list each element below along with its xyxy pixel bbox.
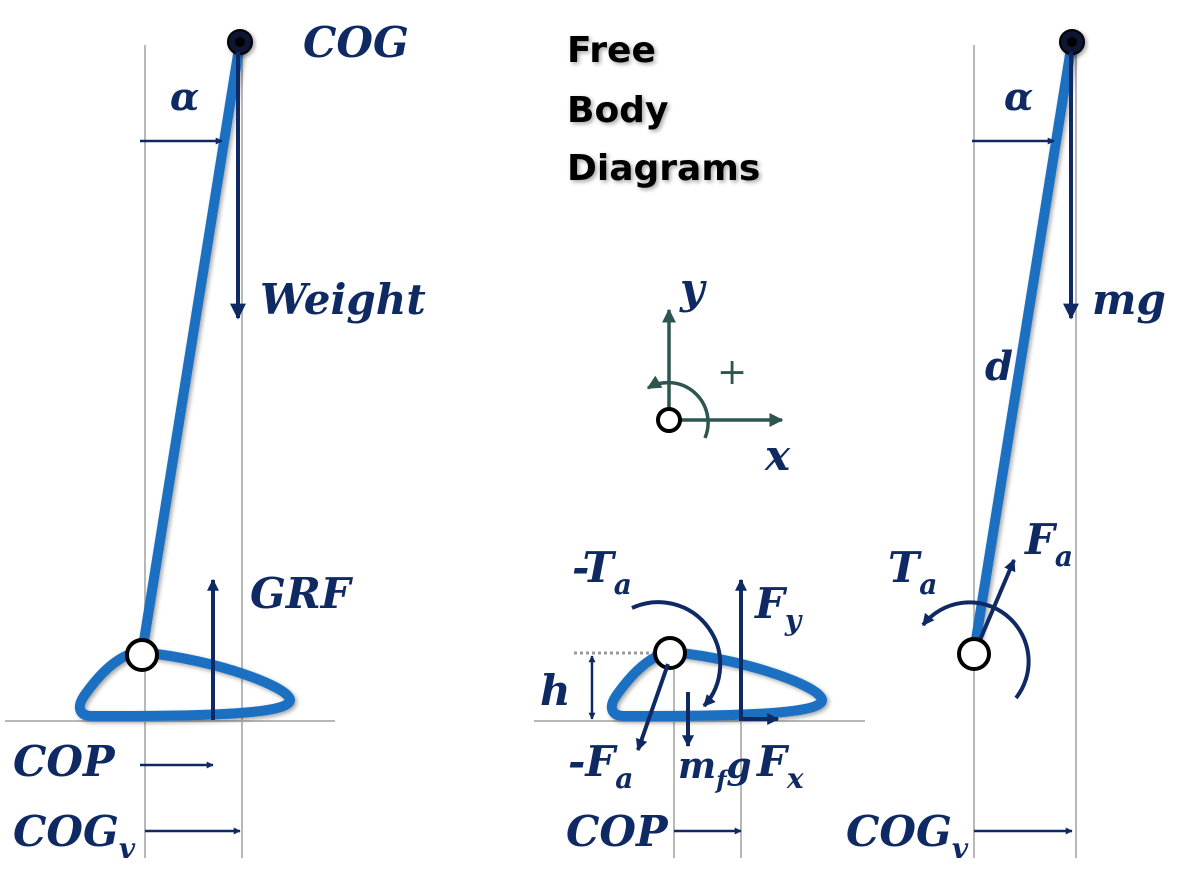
foot-body: [606, 647, 827, 721]
foot-neg-ta-label: -Ta: [572, 543, 632, 601]
foot-fx-sub: x: [786, 762, 804, 795]
left-foot: [74, 647, 295, 721]
foot-h-label: h: [540, 666, 571, 715]
right-ta-arrow: [921, 600, 1031, 700]
right-mg-label: mg: [1092, 275, 1166, 324]
right-alpha-label: α: [1004, 74, 1033, 119]
x-axis-label: x: [764, 431, 791, 480]
left-cop-label: COP: [13, 737, 116, 786]
left-leg-segment: [137, 37, 245, 658]
right-ta-label: Ta: [888, 543, 937, 601]
left-cogv-label: COGv: [13, 807, 136, 865]
right-cogv-sub: v: [952, 832, 969, 865]
left-ankle-joint: [125, 638, 159, 672]
left-cogv-main: COG: [13, 807, 119, 856]
foot-fy-main: F: [754, 579, 788, 628]
foot-neg-fa-sub: a: [615, 762, 633, 795]
foot-mfg-m: m: [678, 745, 716, 787]
right-cogv-label: COGv: [846, 807, 969, 865]
right-cog-point-center: [1067, 37, 1077, 47]
left-cog-label: COG: [303, 18, 409, 67]
right-fa-main: F: [1024, 515, 1058, 564]
foot-neg-fa-label: -Fa: [568, 737, 633, 795]
right-fa-sub: a: [1055, 540, 1073, 573]
right-d-label: d: [985, 343, 1013, 390]
axes-origin: [656, 407, 682, 433]
coordinate-axes: y x +: [646, 264, 791, 480]
foot-neg-ta-main: -T: [572, 543, 616, 592]
foot-fx-label: Fx: [756, 737, 804, 795]
foot-cop-label: COP: [566, 807, 669, 856]
foot-fy-sub: y: [784, 604, 803, 637]
foot-fx-main: F: [756, 737, 790, 786]
title-line-3: Diagrams: [567, 148, 760, 189]
foot-neg-fa-arrow: [635, 663, 670, 752]
left-grf-label: GRF: [250, 569, 354, 618]
right-diagram: α mg d Ta Fa COGv: [846, 29, 1166, 865]
foot-fy-label: Fy: [754, 579, 803, 637]
foot-mfg-f: f: [714, 765, 730, 794]
plus-label: +: [717, 352, 747, 393]
title-block: Free Body Diagrams: [567, 30, 760, 189]
foot-neg-fa-main: -F: [568, 737, 618, 786]
left-diagram: COG α Weight GRF COP COGv: [5, 18, 426, 865]
foot-neg-ta-sub: a: [614, 568, 632, 601]
foot-neg-ta-arrow: [631, 600, 723, 708]
foot-mfg-g: g: [726, 745, 751, 787]
left-cog-point-center: [235, 37, 245, 47]
left-weight-label: Weight: [260, 275, 426, 324]
title-line-1: Free: [567, 30, 656, 71]
title-line-2: Body: [567, 90, 668, 131]
left-alpha-label: α: [170, 74, 199, 119]
foot-diagram: -Ta Fy h -Fa mfg Fx COP: [534, 543, 865, 858]
right-ta-sub: a: [919, 568, 937, 601]
right-cogv-main: COG: [846, 807, 952, 856]
positive-rotation-arrow: [646, 375, 710, 439]
right-ta-main: T: [888, 543, 922, 592]
right-leg-segment: [969, 37, 1077, 657]
right-fa-arrow: [978, 558, 1016, 641]
right-fa-label: Fa: [1024, 515, 1073, 573]
left-cogv-sub: v: [119, 832, 136, 865]
y-axis-label: y: [679, 264, 707, 313]
right-ankle-joint: [957, 637, 991, 671]
foot-mfg-label: mfg: [678, 745, 752, 794]
foot-ankle-joint: [653, 636, 687, 670]
